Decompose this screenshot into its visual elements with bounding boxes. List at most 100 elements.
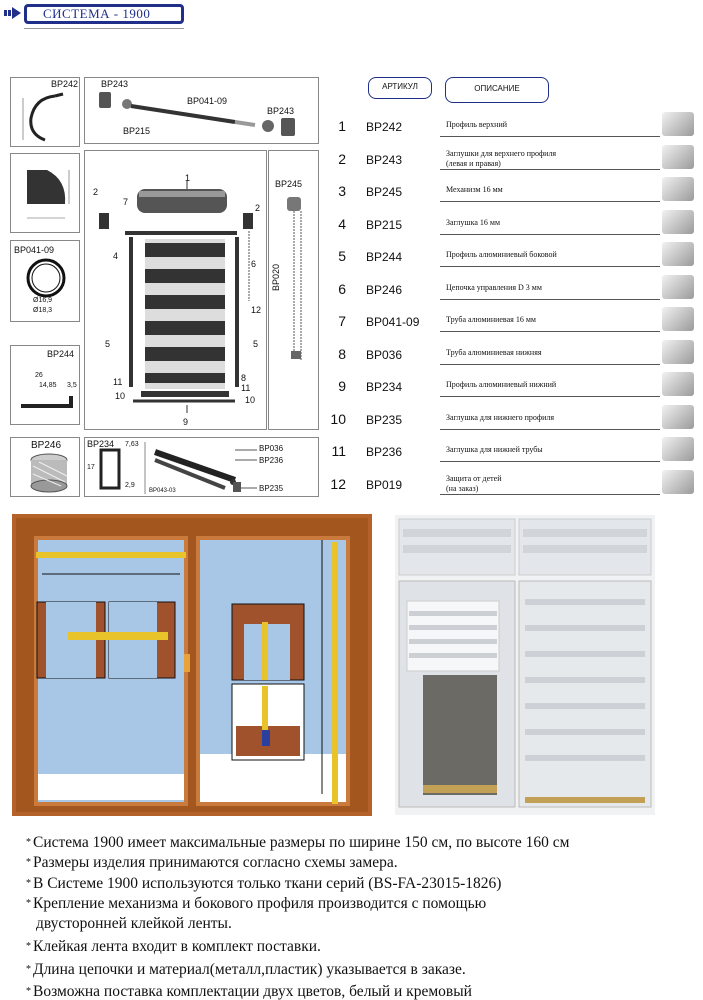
part-thumbnail-icon [662, 144, 694, 169]
row-article-code: BP246 [366, 282, 403, 297]
note-line: *Крепление механизма и бокового профиля … [26, 894, 486, 914]
blind-exploded-drawing [99, 181, 253, 413]
row-description: Труба алюминиевая нижняя [446, 347, 542, 357]
row-description: Заглушка для нижней трубы [446, 445, 543, 454]
mechanism-drawing [287, 197, 302, 361]
blind-assembly-diagram: 1 2 2 7 4 6 12 5 5 8 11 11 10 10 9 [84, 150, 267, 430]
row-article-code: BP036 [366, 347, 403, 362]
bp243-left-label: BP243 [101, 79, 129, 89]
row-divider [440, 396, 660, 397]
bp243-right-label: BP243 [267, 106, 295, 116]
callout-9: 9 [183, 417, 189, 427]
row-description: Профиль верхний [446, 120, 508, 129]
part-thumbnail-icon [662, 177, 694, 201]
table-row: 3 BP245 Механизм 16 мм [330, 177, 695, 213]
row-divider [440, 461, 660, 462]
row-article-code: BP242 [366, 120, 403, 134]
part-thumbnail-icon [662, 404, 694, 429]
bp244-label: BP244 [47, 349, 75, 359]
window-frame-drawing [12, 514, 372, 816]
bp043-label: BP043-03 [149, 488, 176, 494]
row-description: Механизм 16 мм [446, 185, 503, 194]
mechanism-chain-box: BP245 BP020 [268, 150, 319, 430]
dim-16-9: Ø16,9 [33, 297, 53, 304]
bp041-tube-box: BP041-09 Ø16,9 Ø18,3 [10, 240, 80, 322]
bp245-label: BP245 [275, 179, 303, 189]
bullet-icon: * [26, 878, 31, 889]
row-article-code: BP234 [366, 380, 403, 394]
row-divider [440, 298, 660, 300]
row-number: 7 [338, 313, 346, 329]
row-description-extra: (на заказ) [446, 483, 479, 493]
callout-6: 6 [251, 259, 257, 269]
dim-7-63: 7,63 [125, 441, 139, 448]
row-divider [440, 331, 660, 332]
row-number: 6 [338, 280, 346, 297]
row-article-code: BP245 [366, 185, 403, 199]
row-divider [440, 168, 660, 170]
row-description-extra: (левая и правая) [446, 158, 501, 168]
bottom-profile-drawing [99, 442, 257, 494]
bp242-profile-box: BP242 [10, 77, 80, 147]
row-number: 3 [338, 183, 346, 199]
arrow-icon [4, 7, 21, 19]
row-description: Защита от детей [446, 473, 502, 483]
callout-11-left: 11 [113, 377, 123, 387]
note-text: Возможна поставка комплектации двух цвет… [33, 983, 472, 1000]
part-thumbnail-icon [662, 372, 694, 396]
row-description: Заглушки для верхнего профиля [446, 148, 557, 158]
callout-5-right: 5 [253, 339, 259, 349]
note-text: Размеры изделия принимаются согласно схе… [33, 854, 398, 871]
bp215-label: BP215 [123, 126, 151, 136]
callout-4: 4 [113, 251, 119, 261]
bp246-label: BP246 [31, 440, 62, 451]
callout-2-right: 2 [255, 203, 261, 213]
part-thumbnail-icon [662, 242, 694, 266]
callout-10-left: 10 [115, 391, 126, 401]
row-divider [440, 136, 660, 137]
part-thumbnail-icon [662, 307, 694, 331]
row-description: Заглушка для нижнего профиля [446, 412, 555, 422]
bullet-icon: * [26, 941, 31, 952]
callout-7: 7 [123, 197, 129, 207]
row-article-code: BP041-09 [366, 315, 420, 329]
bp234-label: BP234 [87, 439, 115, 449]
part-thumbnail-icon [662, 209, 694, 234]
dim-2-9: 2,9 [125, 482, 135, 489]
callout-12: 12 [251, 305, 262, 315]
row-number: 5 [338, 248, 346, 264]
tube-section [26, 258, 66, 298]
row-description: Профиль алюминиевый нижний [446, 380, 557, 389]
table-row: 8 BP036 Труба алюминиевая нижняя [330, 339, 695, 376]
part-thumbnail-icon [662, 437, 694, 461]
header-divider [24, 28, 184, 29]
row-number: 11 [331, 443, 346, 459]
bp235-label: BP235 [259, 484, 284, 493]
blinds-photo-drawing [395, 515, 655, 815]
row-number: 1 [338, 118, 346, 134]
note-text: В Системе 1900 используются только ткани… [33, 875, 502, 892]
row-number: 8 [338, 345, 346, 362]
row-divider [440, 233, 660, 235]
tube-parts-drawing [99, 92, 295, 136]
callout-1: 1 [185, 173, 191, 183]
row-divider [440, 201, 660, 202]
bullet-icon: * [26, 857, 31, 868]
row-article-code: BP235 [366, 412, 403, 427]
bp242-label: BP242 [51, 79, 79, 89]
cap-section [27, 170, 70, 219]
note-text: двусторонней клейкой ленты. [36, 915, 232, 932]
measurement-scheme [12, 514, 372, 816]
dim-3-5: 3,5 [67, 382, 77, 389]
top-profile-section [22, 92, 64, 142]
row-number: 12 [330, 475, 346, 492]
row-divider [440, 428, 660, 430]
dim-18-3: Ø18,3 [33, 307, 53, 314]
